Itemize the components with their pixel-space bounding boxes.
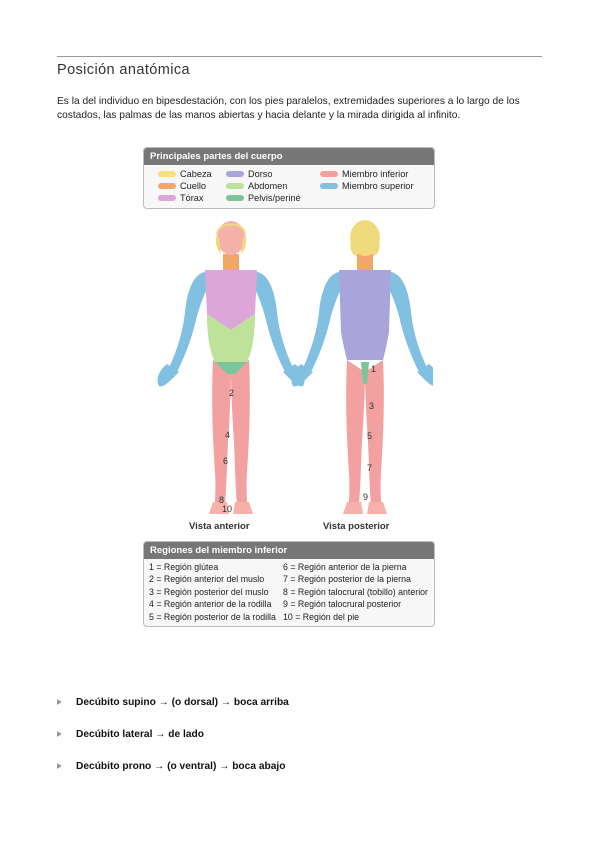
region-number: 10 (222, 504, 232, 514)
list-item-text: Decúbito supino → (o dorsal) → boca arri… (76, 696, 289, 708)
region-item: 6 = Región anterior de la pierna (283, 562, 407, 572)
legend-label: Abdomen (248, 181, 288, 191)
legend-swatch (226, 195, 244, 201)
region-item: 5 = Región posterior de la rodilla (149, 611, 276, 622)
legend-swatch (226, 183, 244, 189)
regions-header: Regiones del miembro inferior (144, 542, 434, 559)
legend-label: Miembro inferior (342, 169, 409, 179)
legend-item-cuello: Cuello (158, 181, 206, 191)
list-item: Decúbito prono → (o ventral) → boca abaj… (57, 750, 289, 782)
legend-item-dorso: Dorso (226, 169, 273, 179)
back-region-numbers: 1 3 5 7 9 (363, 364, 376, 502)
position-list: Decúbito supino → (o dorsal) → boca arri… (57, 686, 289, 782)
back-body (291, 220, 439, 514)
legend-label: Cabeza (180, 169, 212, 179)
regions-left-column: 1 = Región glútea 2 = Región anterior de… (149, 561, 276, 623)
region-number: 6 (223, 456, 228, 466)
legend-item-cabeza: Cabeza (158, 169, 212, 179)
legend-item-torax: Tórax (158, 193, 204, 203)
list-item-text: Decúbito prono → (o ventral) → boca abaj… (76, 760, 286, 772)
legend-item-miembro-inferior: Miembro inferior (320, 169, 408, 179)
region-item: 10 = Región del pie (283, 611, 360, 622)
region-number: 1 (371, 364, 376, 374)
legend-swatch (158, 195, 176, 201)
front-view-label: Vista anterior (189, 521, 250, 532)
list-item-text: Decúbito lateral → de lado (76, 728, 204, 740)
legend-label: Pelvis/periné (248, 193, 301, 203)
legend-label: Tórax (180, 193, 204, 203)
legend-item-pelvis: Pelvis/periné (226, 193, 301, 203)
region-number: 3 (369, 401, 374, 411)
region-number: 5 (367, 431, 372, 441)
legend-panel: Principales partes del cuerpo Cabeza Cue… (143, 147, 435, 209)
region-number: 8 (219, 495, 224, 505)
legend-label: Cuello (180, 181, 207, 191)
regions-right-column: 6 = Región anterior de la pierna 7 = Reg… (283, 561, 428, 623)
region-number: 9 (363, 492, 368, 502)
header-rule (57, 56, 542, 57)
page-title: Posición anatómica (57, 62, 190, 78)
front-region-numbers: 2 4 6 8 10 (219, 388, 234, 514)
region-number: 2 (229, 388, 234, 398)
intro-paragraph: Es la del individuo en bipesdestación, c… (57, 96, 520, 121)
front-body (157, 221, 305, 514)
legend-swatch (158, 183, 176, 189)
legend-swatch (226, 171, 244, 177)
region-item: 1 = Región glútea (149, 562, 219, 572)
bullet-icon (57, 731, 62, 737)
region-item: 3 = Región posterior del muslo (149, 586, 269, 597)
anatomy-figure: 2 4 6 8 10 (143, 212, 439, 537)
bullet-icon (57, 699, 62, 705)
region-item: 7 = Región posterior de la pierna (283, 574, 411, 585)
legend-item-miembro-superior: Miembro superior (320, 181, 413, 191)
regions-panel: Regiones del miembro inferior 1 = Región… (143, 541, 435, 627)
anatomy-illustration: 2 4 6 8 10 (157, 220, 439, 514)
region-item: 9 = Región talocrural posterior (283, 599, 402, 610)
legend-label: Dorso (248, 169, 273, 179)
legend-swatch (158, 171, 176, 177)
bullet-icon (57, 763, 62, 769)
back-view-label: Vista posterior (323, 521, 390, 532)
legend-swatch (320, 183, 338, 189)
list-item: Decúbito supino → (o dorsal) → boca arri… (57, 686, 289, 718)
region-number: 7 (367, 463, 372, 473)
legend-grid: Cabeza Cuello Tórax Dorso Abdomen Pelvis… (144, 165, 434, 208)
region-number: 4 (225, 430, 230, 440)
region-item: 8 = Región talocrural (tobillo) anterior (283, 586, 428, 597)
list-item: Decúbito lateral → de lado (57, 718, 289, 750)
legend-swatch (320, 171, 338, 177)
region-item: 2 = Región anterior del muslo (149, 574, 265, 585)
legend-header: Principales partes del cuerpo (144, 148, 434, 165)
legend-label: Miembro superior (342, 181, 414, 191)
region-item: 4 = Región anterior de la rodilla (149, 599, 272, 610)
legend-item-abdomen: Abdomen (226, 181, 287, 191)
